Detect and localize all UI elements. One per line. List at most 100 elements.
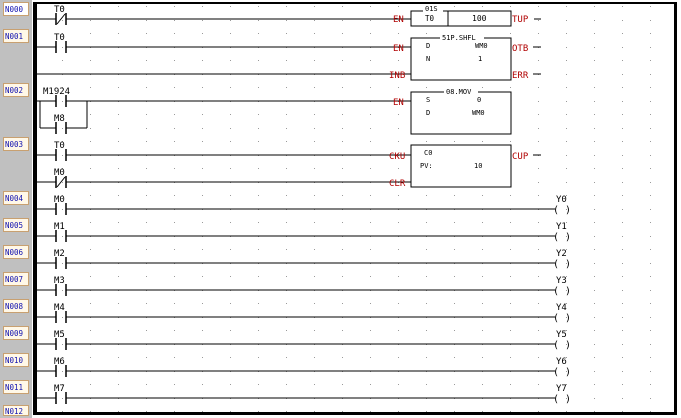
output-coil[interactable]: ( ) (553, 313, 571, 324)
grid-dot (286, 141, 287, 142)
grid-dot (426, 141, 427, 142)
grid-dot (174, 195, 175, 196)
grid-dot (118, 222, 119, 223)
network-6: M2 Y2 ( ) (36, 249, 571, 270)
grid-dot (594, 398, 595, 399)
output-coil[interactable]: ( ) (553, 205, 571, 216)
mov-block[interactable]: 08.MOV S 0 D WM0 (410, 86, 512, 135)
grid-dot (314, 195, 315, 196)
grid-dot (62, 344, 63, 345)
grid-dot (62, 87, 63, 88)
grid-dot (482, 141, 483, 142)
grid-dot (286, 384, 287, 385)
grid-dot (174, 6, 175, 7)
grid-dot (398, 357, 399, 358)
grid-dot (594, 263, 595, 264)
grid-dot (510, 6, 511, 7)
grid-dot (258, 195, 259, 196)
grid-dot (342, 303, 343, 304)
grid-dot (510, 249, 511, 250)
grid-dot (314, 303, 315, 304)
network-label[interactable]: N011 (3, 380, 29, 394)
grid-dot (146, 384, 147, 385)
output-coil[interactable]: ( ) (553, 259, 571, 270)
shfl-block[interactable]: 51P.SHFL D WM0 N 1 (410, 32, 512, 81)
grid-dot (566, 317, 567, 318)
contact-label: M7 (54, 384, 65, 394)
grid-dot (342, 195, 343, 196)
network-7: M3 Y3 ( ) (36, 276, 571, 297)
grid-dot (286, 330, 287, 331)
grid-dot (538, 114, 539, 115)
grid-dot (118, 195, 119, 196)
timer-block[interactable]: 01S T0 100 (410, 4, 512, 27)
pin-label: ERR (512, 71, 529, 81)
counter-block[interactable]: C0 PV: 10 (410, 144, 512, 188)
network-label[interactable]: N010 (3, 353, 29, 367)
grid-dot (174, 276, 175, 277)
network-label[interactable]: N009 (3, 326, 29, 340)
grid-dot (594, 74, 595, 75)
network-label[interactable]: N000 (3, 2, 29, 16)
grid-dot (538, 411, 539, 412)
network-label[interactable]: N007 (3, 272, 29, 286)
grid-dot (342, 276, 343, 277)
grid-dot (426, 195, 427, 196)
grid-dot (594, 101, 595, 102)
grid-dot (202, 168, 203, 169)
grid-dot (342, 114, 343, 115)
network-label[interactable]: N005 (3, 218, 29, 232)
output-coil[interactable]: ( ) (553, 232, 571, 243)
network-label[interactable]: N006 (3, 245, 29, 259)
grid-dot (258, 87, 259, 88)
grid-dot (146, 330, 147, 331)
grid-dot (398, 330, 399, 331)
grid-dot (202, 141, 203, 142)
network-label[interactable]: N002 (3, 83, 29, 97)
output-coil[interactable]: ( ) (553, 394, 571, 405)
output-coil[interactable]: ( ) (553, 286, 571, 297)
grid-dot (566, 141, 567, 142)
grid-dot (566, 87, 567, 88)
grid-dot (90, 168, 91, 169)
network-label[interactable]: N008 (3, 299, 29, 313)
grid-dot (258, 384, 259, 385)
grid-dot (314, 168, 315, 169)
grid-dot (538, 195, 539, 196)
grid-dot (230, 114, 231, 115)
grid-dot (230, 411, 231, 412)
grid-dot (90, 357, 91, 358)
grid-dot (314, 33, 315, 34)
grid-dot (62, 6, 63, 7)
grid-dot (370, 249, 371, 250)
grid-dot (286, 114, 287, 115)
grid-dot (202, 303, 203, 304)
network-label[interactable]: N012 (3, 405, 29, 416)
grid-dot (370, 330, 371, 331)
network-8: M4 Y4 ( ) (36, 303, 571, 324)
grid-dot (174, 33, 175, 34)
grid-dot (370, 87, 371, 88)
grid-dot (538, 303, 539, 304)
grid-dot (622, 155, 623, 156)
grid-dot (594, 128, 595, 129)
network-label[interactable]: N001 (3, 29, 29, 43)
grid-dot (146, 168, 147, 169)
grid-dot (650, 357, 651, 358)
grid-dot (650, 182, 651, 183)
grid-dot (426, 222, 427, 223)
output-coil[interactable]: ( ) (553, 367, 571, 378)
grid-dot (230, 195, 231, 196)
output-coil[interactable]: ( ) (553, 340, 571, 351)
network-label[interactable]: N004 (3, 191, 29, 205)
grid-dot (538, 330, 539, 331)
grid-dot (510, 141, 511, 142)
grid-dot (174, 87, 175, 88)
network-label[interactable]: N003 (3, 137, 29, 151)
grid-dot (286, 249, 287, 250)
grid-dot (538, 20, 539, 21)
grid-dot (118, 87, 119, 88)
grid-dot (594, 384, 595, 385)
network-4: M0 Y0 ( ) (36, 195, 571, 216)
grid-dot (342, 141, 343, 142)
